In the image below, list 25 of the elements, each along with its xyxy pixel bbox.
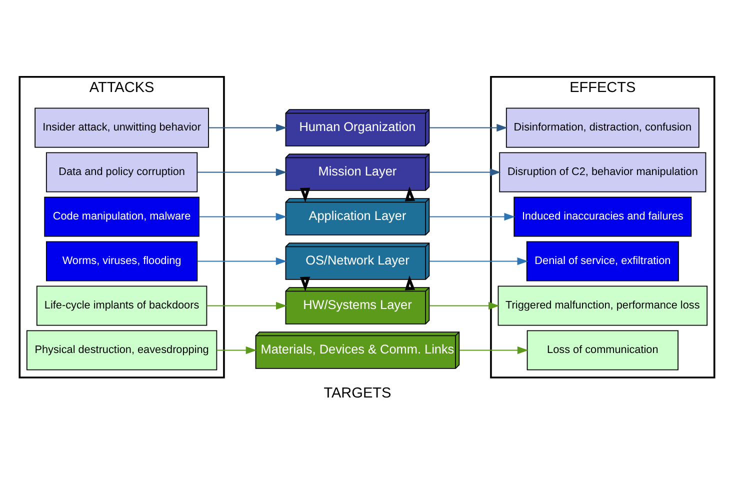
node-box: Insider attack, unwitting behavior xyxy=(34,108,209,148)
arrow xyxy=(459,346,528,354)
arrow xyxy=(428,168,501,176)
arrow xyxy=(428,212,516,221)
node-box: Disinformation, distraction, confusion xyxy=(506,108,700,148)
node-box: Life-cycle implants of backdoors xyxy=(36,286,208,326)
arrow xyxy=(198,212,287,221)
node-box: Disruption of C2, behavior manipulation xyxy=(499,152,706,192)
arrow xyxy=(196,257,287,266)
arrow xyxy=(196,168,287,176)
node-box: Induced inaccuracies and failures xyxy=(514,196,692,237)
arrow xyxy=(206,302,287,310)
node-box: Physical destruction, eavesdropping xyxy=(26,330,218,370)
arrow xyxy=(428,302,500,310)
node-box: Loss of communication xyxy=(526,330,678,370)
node-box: Denial of service, exfiltration xyxy=(526,241,679,282)
node-box: Data and policy corruption xyxy=(46,152,198,192)
arrow xyxy=(428,124,508,132)
arrow xyxy=(216,346,257,354)
node-box: Triggered malfunction, performance loss xyxy=(498,286,708,326)
arrow xyxy=(208,124,287,132)
node-box: Code manipulation, malware xyxy=(44,196,200,237)
label: TARGETS xyxy=(324,385,392,402)
node-box: Worms, viruses, flooding xyxy=(46,241,198,282)
arrow xyxy=(428,257,528,266)
